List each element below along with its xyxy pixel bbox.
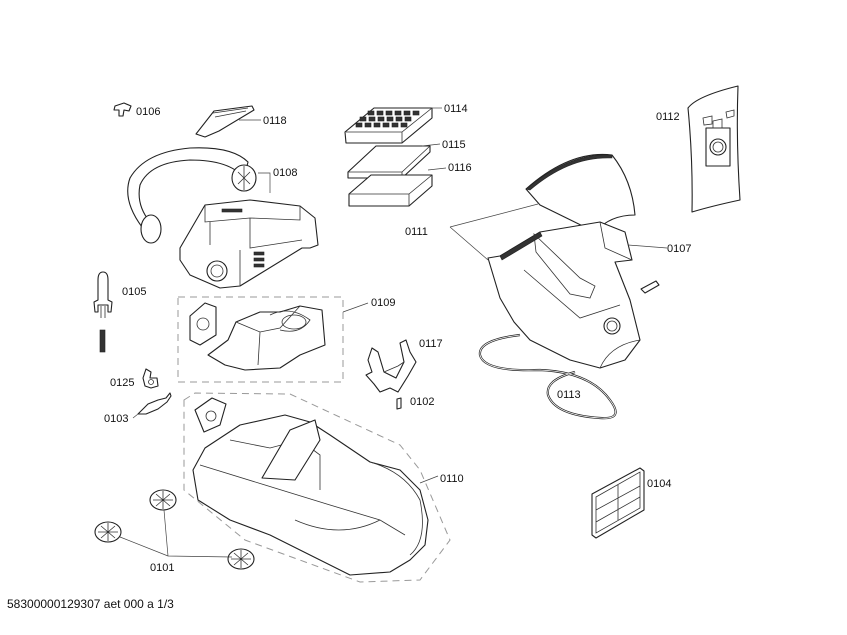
label-0111: 0111	[405, 226, 428, 238]
label-0102: 0102	[410, 396, 434, 408]
part-0113[interactable]: 0113	[478, 333, 617, 420]
part-0125[interactable]: 0125	[110, 368, 159, 389]
label-0125: 0125	[110, 377, 134, 389]
label-0118: 0118	[263, 115, 287, 127]
label-0112: 0112	[656, 111, 680, 123]
label-0108: 0108	[273, 167, 297, 179]
part-0110[interactable]: 0110	[183, 392, 464, 583]
part-0116[interactable]: 0116	[348, 162, 472, 207]
part-0112[interactable]: 0112	[656, 85, 741, 213]
part-0115[interactable]: 0115	[347, 139, 466, 179]
part-0111[interactable]: 0111	[405, 153, 636, 261]
label-0113: 0113	[557, 389, 581, 401]
part-0118[interactable]: 0118	[195, 105, 287, 138]
label-0101: 0101	[150, 562, 174, 574]
part-0104[interactable]: 0104	[591, 467, 671, 539]
part-0105[interactable]: 0105	[93, 271, 146, 353]
diagram-reference: 58300000129307 aet 000 a 1/3	[7, 597, 174, 611]
label-0109: 0109	[371, 297, 395, 309]
part-0109[interactable]: 0109	[177, 296, 395, 383]
part-0106[interactable]: 0106	[113, 102, 160, 118]
label-0106: 0106	[136, 106, 160, 118]
label-0115: 0115	[442, 139, 466, 151]
part-0101[interactable]: 0101	[94, 489, 255, 574]
label-0107: 0107	[667, 243, 691, 255]
part-0117[interactable]: 0117	[365, 338, 443, 393]
part-0108[interactable]: 0108	[127, 147, 319, 289]
part-0114[interactable]: 0114	[344, 103, 468, 144]
label-0114: 0114	[444, 103, 468, 115]
label-0104: 0104	[647, 478, 671, 490]
label-0103: 0103	[104, 413, 128, 425]
part-0107[interactable]: 0107	[487, 221, 691, 369]
label-0105: 0105	[122, 286, 146, 298]
label-0116: 0116	[448, 162, 472, 174]
label-0117: 0117	[419, 338, 443, 350]
label-0110: 0110	[440, 473, 464, 485]
part-0103[interactable]: 0103	[104, 392, 172, 425]
part-0102[interactable]: 0102	[396, 396, 434, 410]
